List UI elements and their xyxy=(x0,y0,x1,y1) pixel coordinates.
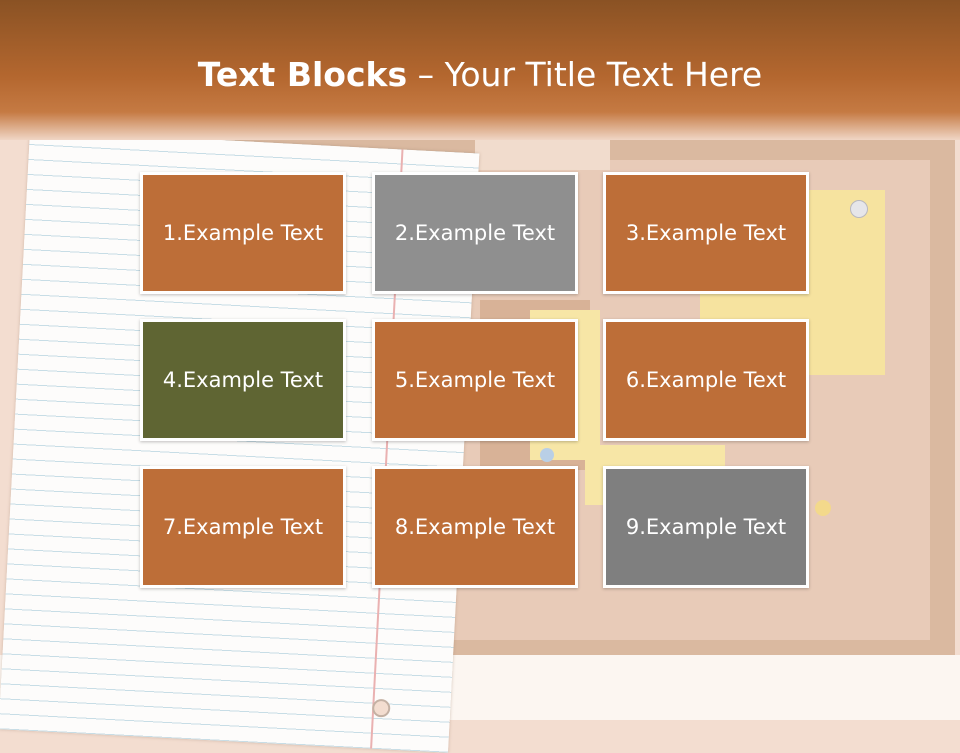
text-block-label: 6.Example Text xyxy=(625,368,787,392)
text-block[interactable]: 5.Example Text xyxy=(372,319,578,441)
text-block[interactable]: 7.Example Text xyxy=(140,466,346,588)
pushpin-icon xyxy=(815,500,831,516)
slide-title-bold: Text Blocks xyxy=(197,55,408,94)
text-block-label: 5.Example Text xyxy=(394,368,556,392)
paper-hole xyxy=(371,698,391,718)
pushpin-icon xyxy=(540,448,554,462)
text-block[interactable]: 8.Example Text xyxy=(372,466,578,588)
text-block[interactable]: 1.Example Text xyxy=(140,172,346,294)
text-block[interactable]: 9.Example Text xyxy=(603,466,809,588)
title-bar xyxy=(0,0,960,140)
text-block-label: 7.Example Text xyxy=(162,515,324,539)
text-block[interactable]: 4.Example Text xyxy=(140,319,346,441)
text-block-label: 2.Example Text xyxy=(394,221,556,245)
text-block[interactable]: 2.Example Text xyxy=(372,172,578,294)
text-block-label: 8.Example Text xyxy=(394,515,556,539)
slide-title: Text Blocks – Your Title Text Here xyxy=(0,52,960,98)
text-block[interactable]: 6.Example Text xyxy=(603,319,809,441)
text-block[interactable]: 3.Example Text xyxy=(603,172,809,294)
text-block-label: 3.Example Text xyxy=(625,221,787,245)
text-block-label: 1.Example Text xyxy=(162,221,324,245)
pushpin-icon xyxy=(850,200,868,218)
text-block-label: 4.Example Text xyxy=(162,368,324,392)
text-block-label: 9.Example Text xyxy=(625,515,787,539)
slide-title-rest: – Your Title Text Here xyxy=(407,55,763,94)
